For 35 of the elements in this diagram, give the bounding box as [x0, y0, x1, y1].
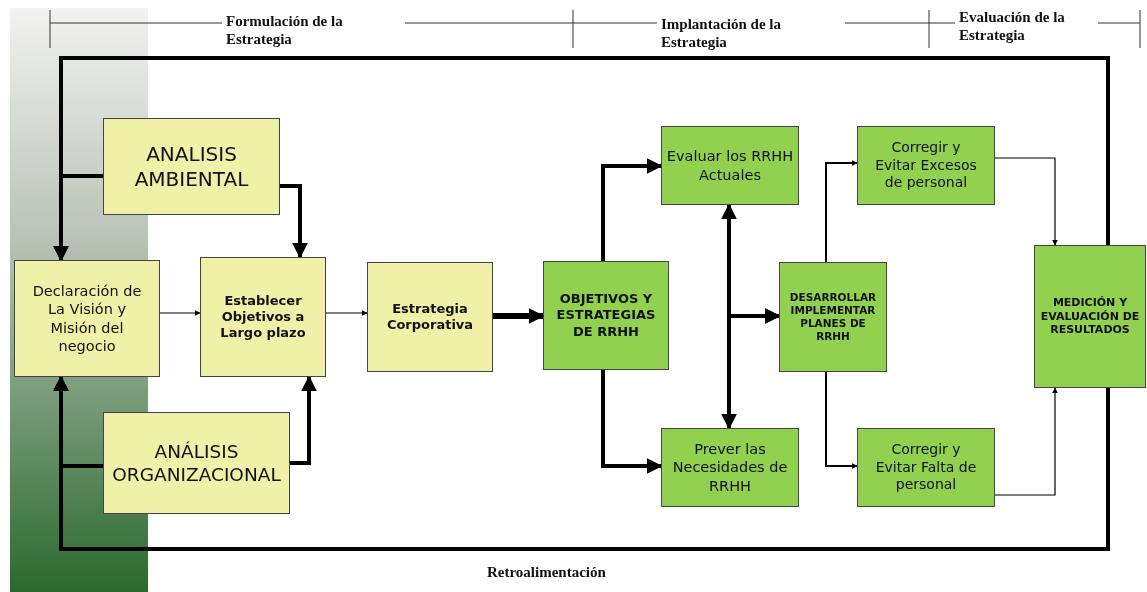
box-label: Corregir y Evitar Excesos de personal	[874, 139, 978, 192]
process-box	[661, 428, 799, 507]
arrow	[493, 308, 545, 324]
box-label: Establecer Objetivos a Largo plazo	[219, 292, 307, 342]
arrow	[994, 387, 1058, 496]
process-box	[103, 118, 280, 215]
process-box	[857, 428, 995, 507]
process-box	[103, 412, 290, 514]
process-box	[857, 126, 995, 205]
process-box	[367, 262, 493, 372]
process-box	[14, 260, 160, 377]
arrow	[601, 370, 663, 474]
process-box	[661, 126, 799, 205]
box-label: Corregir y Evitar Falta de personal	[874, 441, 978, 494]
box-label: ANÁLISIS ORGANIZACIONAL	[111, 439, 282, 487]
box-label: Evaluar los RRHH Actuales	[665, 147, 795, 184]
process-box	[543, 261, 669, 370]
box-label: Declaración de La Visión y Misión del negocio	[31, 282, 143, 355]
arrow	[825, 371, 858, 469]
arrow	[325, 310, 368, 316]
arrow	[825, 160, 858, 263]
box-label: ANALISIS AMBIENTAL	[133, 141, 250, 192]
box-label: Prever las Necesidades de RRHH	[671, 440, 789, 495]
arrow	[159, 310, 201, 316]
process-box	[200, 257, 326, 377]
process-box	[779, 262, 887, 372]
box-label: OBJETIVOS Y ESTRATEGIAS DE RRHH	[555, 291, 657, 340]
box-label: DESARROLLAR IMPLEMENTAR PLANES DE RRHH	[788, 290, 878, 344]
arrow	[994, 157, 1058, 246]
box-label: Estrategia Corporativa	[385, 300, 475, 334]
arrow	[280, 184, 308, 259]
process-box	[1034, 245, 1146, 388]
arrow	[601, 158, 663, 261]
arrow	[290, 375, 317, 465]
box-label: MEDICIÓN Y EVALUACIÓN DE RESULTADOS	[1039, 295, 1141, 338]
